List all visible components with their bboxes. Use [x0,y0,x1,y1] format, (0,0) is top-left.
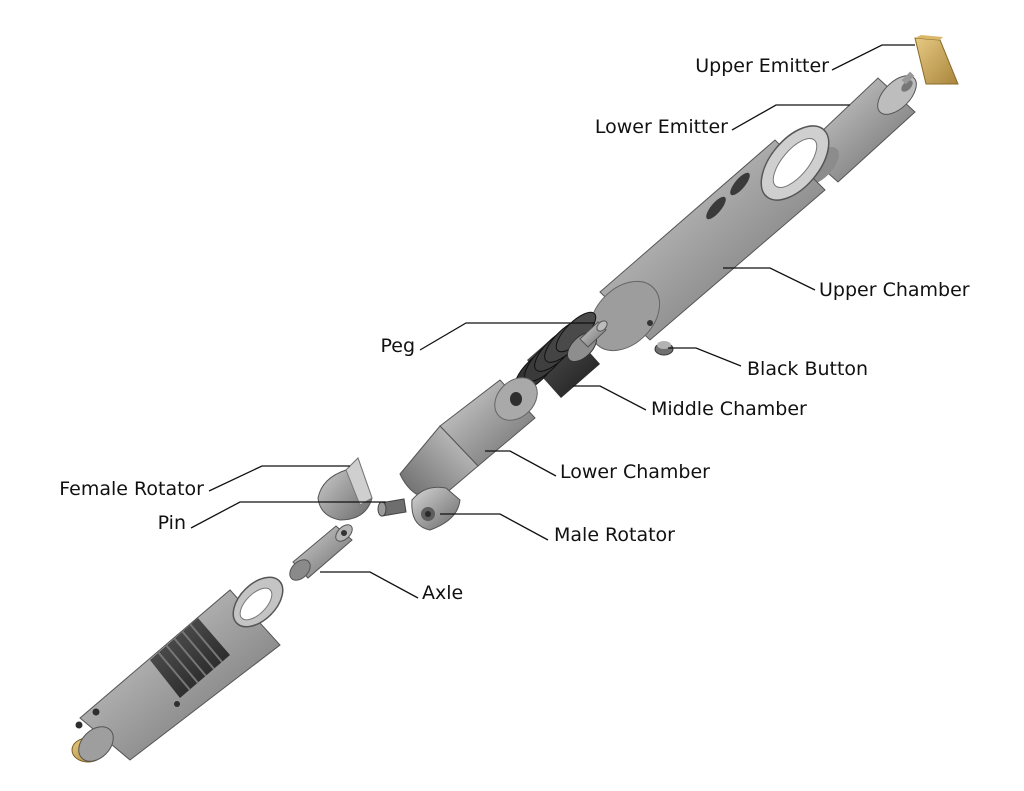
lower-emitter-part [801,71,917,185]
hilt-body-part [71,576,284,763]
label-upper-chamber: Upper Chamber [819,279,970,301]
label-lower-emitter: Lower Emitter [595,116,728,138]
peg-part [579,320,608,348]
label-female-rotator: Female Rotator [59,478,204,500]
leader-female-rotator [208,465,350,492]
label-black-button: Black Button [747,358,868,380]
upper-chamber-part [589,125,830,352]
label-male-rotator: Male Rotator [554,524,675,546]
leader-axle [320,571,419,599]
label-middle-chamber: Middle Chamber [651,398,807,420]
leader-lower-emitter [731,104,850,131]
female-rotator-part [317,457,373,521]
upper-emitter-part [914,35,959,85]
black-button-part [654,341,674,356]
label-upper-emitter: Upper Emitter [695,55,829,77]
leader-black-button [668,347,742,367]
label-pin: Pin [158,512,186,534]
leader-lines [190,44,915,599]
callout-labels: Upper Emitter Lower Emitter Upper Chambe… [59,55,969,604]
label-peg: Peg [380,335,415,357]
label-lower-chamber: Lower Chamber [560,461,710,483]
leader-pin [190,501,386,529]
label-axle: Axle [422,582,463,604]
leader-upper-chamber [723,267,816,291]
male-rotator-part [411,486,461,531]
leader-male-rotator [440,513,549,541]
leader-lower-chamber [485,450,557,477]
leader-upper-emitter [831,44,915,71]
axle-part [289,524,353,581]
leader-middle-chamber [573,385,647,411]
leader-peg [419,322,595,351]
lower-chamber-part [399,377,538,501]
pin-part [377,498,407,517]
